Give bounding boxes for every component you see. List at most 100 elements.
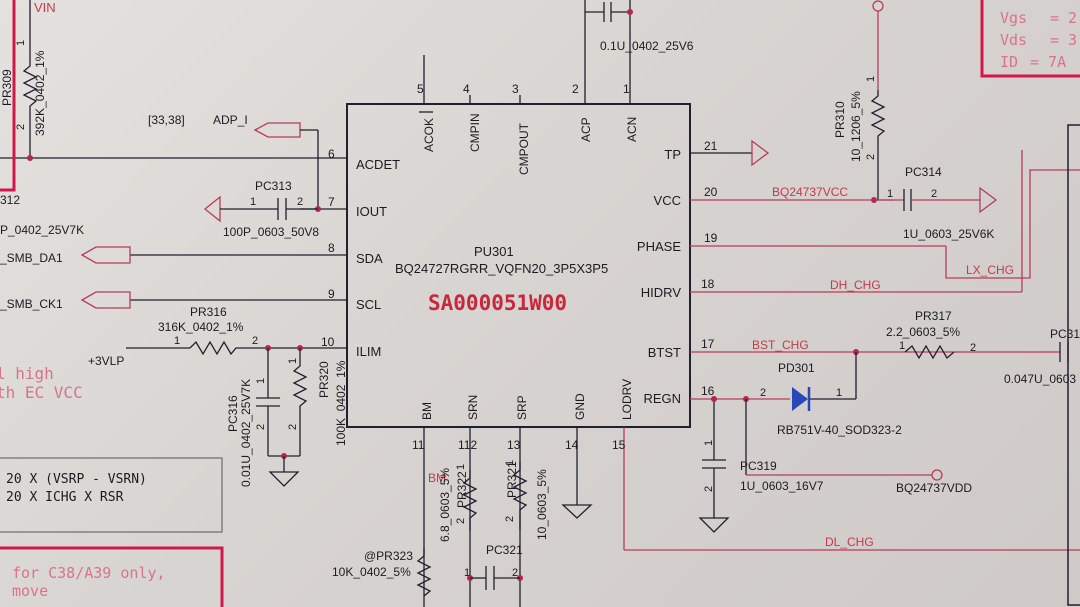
pin-num-cmpin: 4	[463, 82, 470, 96]
pr322-pin1: 1	[455, 464, 467, 470]
pc313-pin2: 2	[297, 196, 303, 208]
pd301-pin1: 1	[836, 387, 842, 399]
pr316-ref: PR316	[190, 305, 227, 319]
ic-body	[346, 103, 691, 428]
bq-vcc-label: BQ24737VCC	[772, 185, 848, 199]
ic-ref: PU301	[474, 244, 514, 259]
pr320-pin2: 2	[287, 424, 299, 430]
pin-name-ilim: ILIM	[356, 344, 381, 359]
pr320-value: 100K_0402_1%	[334, 360, 348, 446]
pr317: PR317 2.2_0603_5% 1 2 PC31 0.047U_0603	[853, 309, 1080, 386]
pr310-pin2: 2	[865, 154, 877, 160]
pc313: PC313 1 2 100P_0603_50V8	[203, 179, 319, 239]
pin-name-bm: BM	[420, 402, 434, 420]
vin-label: VIN	[34, 0, 56, 15]
pin-name-regn: REGN	[643, 391, 681, 406]
bq-vdd-label: BQ24737VDD	[896, 481, 972, 495]
pr310-pin1: 1	[865, 76, 877, 82]
pc313-value: 100P_0603_50V8	[223, 225, 319, 239]
adp-i-label: ADP_I	[213, 113, 248, 127]
pin-name-srp: SRP	[515, 395, 529, 420]
pc316-pin2: 2	[255, 424, 267, 430]
pc319: PC319 1U_0603_16V7 1 2 BQ24737VDD	[698, 396, 972, 533]
pin-num-ilim: 10	[321, 335, 335, 349]
pc31x-value: 0.047U_0603	[1004, 372, 1076, 386]
pin-num-gnd: 14	[565, 438, 579, 452]
note-left-1: l high	[0, 364, 54, 383]
pc319-pin1: 1	[703, 440, 715, 446]
pr323-ref: @PR323	[364, 549, 413, 563]
pd301-ref: PD301	[778, 361, 815, 375]
pc314: PC314 1 2 1U_0603_25V6K	[874, 165, 998, 241]
vin-box: VIN 312 P_0402_25V7K	[0, 0, 84, 237]
smb-ck-label: _SMB_CK1	[0, 297, 63, 311]
bottom-note-2: move	[12, 582, 48, 600]
pin-name-sda: SDA	[356, 251, 383, 266]
pin-num-regn: 16	[701, 384, 715, 398]
ic-code: SA000051W00	[428, 291, 567, 315]
spec-vds: Vds	[1000, 31, 1027, 49]
ic-right-pins: 21 20 19 18 17 16 TP VCC PHASE HIDRV BTS…	[637, 139, 1080, 406]
pin-num-scl: 9	[328, 287, 335, 301]
bst-chg-label: BST_CHG	[752, 338, 809, 352]
pr309-pin1: 1	[15, 40, 27, 46]
vlp-label: +3VLP	[88, 354, 124, 368]
adp-i-net: [33,38] ADP_I	[148, 113, 321, 212]
adp-ref: [33,38]	[148, 113, 185, 127]
pr316-value: 316K_0402_1%	[158, 320, 244, 334]
pr322-ref: PR322	[455, 471, 469, 508]
pin-name-cmpout: CMPOUT	[517, 122, 531, 175]
pc321-pin2: 2	[512, 567, 518, 579]
smb-nets: _SMB_DA1 _SMB_CK1	[0, 246, 131, 311]
pr322-pin2: 2	[455, 518, 467, 524]
pc314-value: 1U_0603_25V6K	[903, 227, 994, 241]
pin-num-cmpout: 3	[512, 82, 519, 96]
pr316-pin2: 2	[252, 335, 258, 347]
pc316-pr320: PC316 0.01U_0402_25V7K PR320 100K_0402_1…	[226, 348, 348, 487]
pc314-ref: PC314	[905, 165, 942, 179]
pin-name-srn: SRN	[466, 395, 480, 420]
pr309-value: 392K_0402_1%	[33, 50, 47, 136]
bottom-note-box: for C38/A39 only, move	[0, 546, 224, 607]
pr321-pin2: 2	[504, 516, 516, 522]
pin-name-phase: PHASE	[637, 239, 681, 254]
lx-chg-label: LX_CHG	[966, 263, 1014, 277]
pin-num-sda: 8	[328, 241, 335, 255]
pin-num-acdet: 6	[328, 147, 335, 161]
pin-name-gnd: GND	[573, 393, 587, 420]
pin-num-acp: 2	[572, 82, 579, 96]
pc313-pin1: 1	[250, 196, 256, 208]
pr322-value: 6.8_0603_5%	[438, 468, 452, 542]
pin-name-btst: BTST	[648, 345, 681, 360]
pin-num-btst: 17	[701, 337, 715, 351]
bottom-note-1: for C38/A39 only,	[12, 564, 166, 582]
pc314-pin1: 1	[887, 188, 893, 200]
pc312-value: P_0402_25V7K	[0, 223, 84, 237]
pin-num-vcc: 20	[704, 185, 718, 199]
pin-name-acdet: ACDET	[356, 157, 400, 172]
pr309-pin2: 2	[15, 124, 27, 130]
pr310-value: 10_1206_5%	[849, 91, 863, 162]
pin-name-hidrv: HIDRV	[641, 285, 682, 300]
cap-top-value: 0.1U_0402_25V6	[600, 39, 694, 53]
spec-vgs: Vgs	[1000, 9, 1027, 27]
pc321-ref: PC321	[486, 543, 523, 557]
smb-da-label: _SMB_DA1	[0, 251, 63, 265]
pc319-pin2: 2	[703, 486, 715, 492]
pin-name-lodrv: LODRV	[620, 379, 634, 420]
pc314-pin2: 2	[931, 188, 937, 200]
pin-num-iout: 7	[328, 195, 335, 209]
pr316-pin1: 1	[174, 335, 180, 347]
spec-id: ID	[1000, 53, 1018, 71]
pin-name-acok: ACOK	[422, 118, 436, 152]
pin-num-acok: 5	[417, 82, 424, 96]
pin-name-acn: ACN	[625, 117, 639, 142]
ic-top-pins: 5 4 3 2 1 ACOK CMPIN CMPOUT ACP ACN	[417, 0, 639, 175]
pr317-ref: PR317	[915, 309, 952, 323]
pc313-ref: PC313	[255, 179, 292, 193]
pr316: +3VLP PR316 316K_0402_1% 1 2	[88, 305, 303, 368]
pin-num-tp: 21	[704, 139, 718, 153]
pd301: PD301 1 2 RB751V-40_SOD323-2	[743, 352, 902, 437]
pin-num-srn: 112	[458, 438, 477, 452]
